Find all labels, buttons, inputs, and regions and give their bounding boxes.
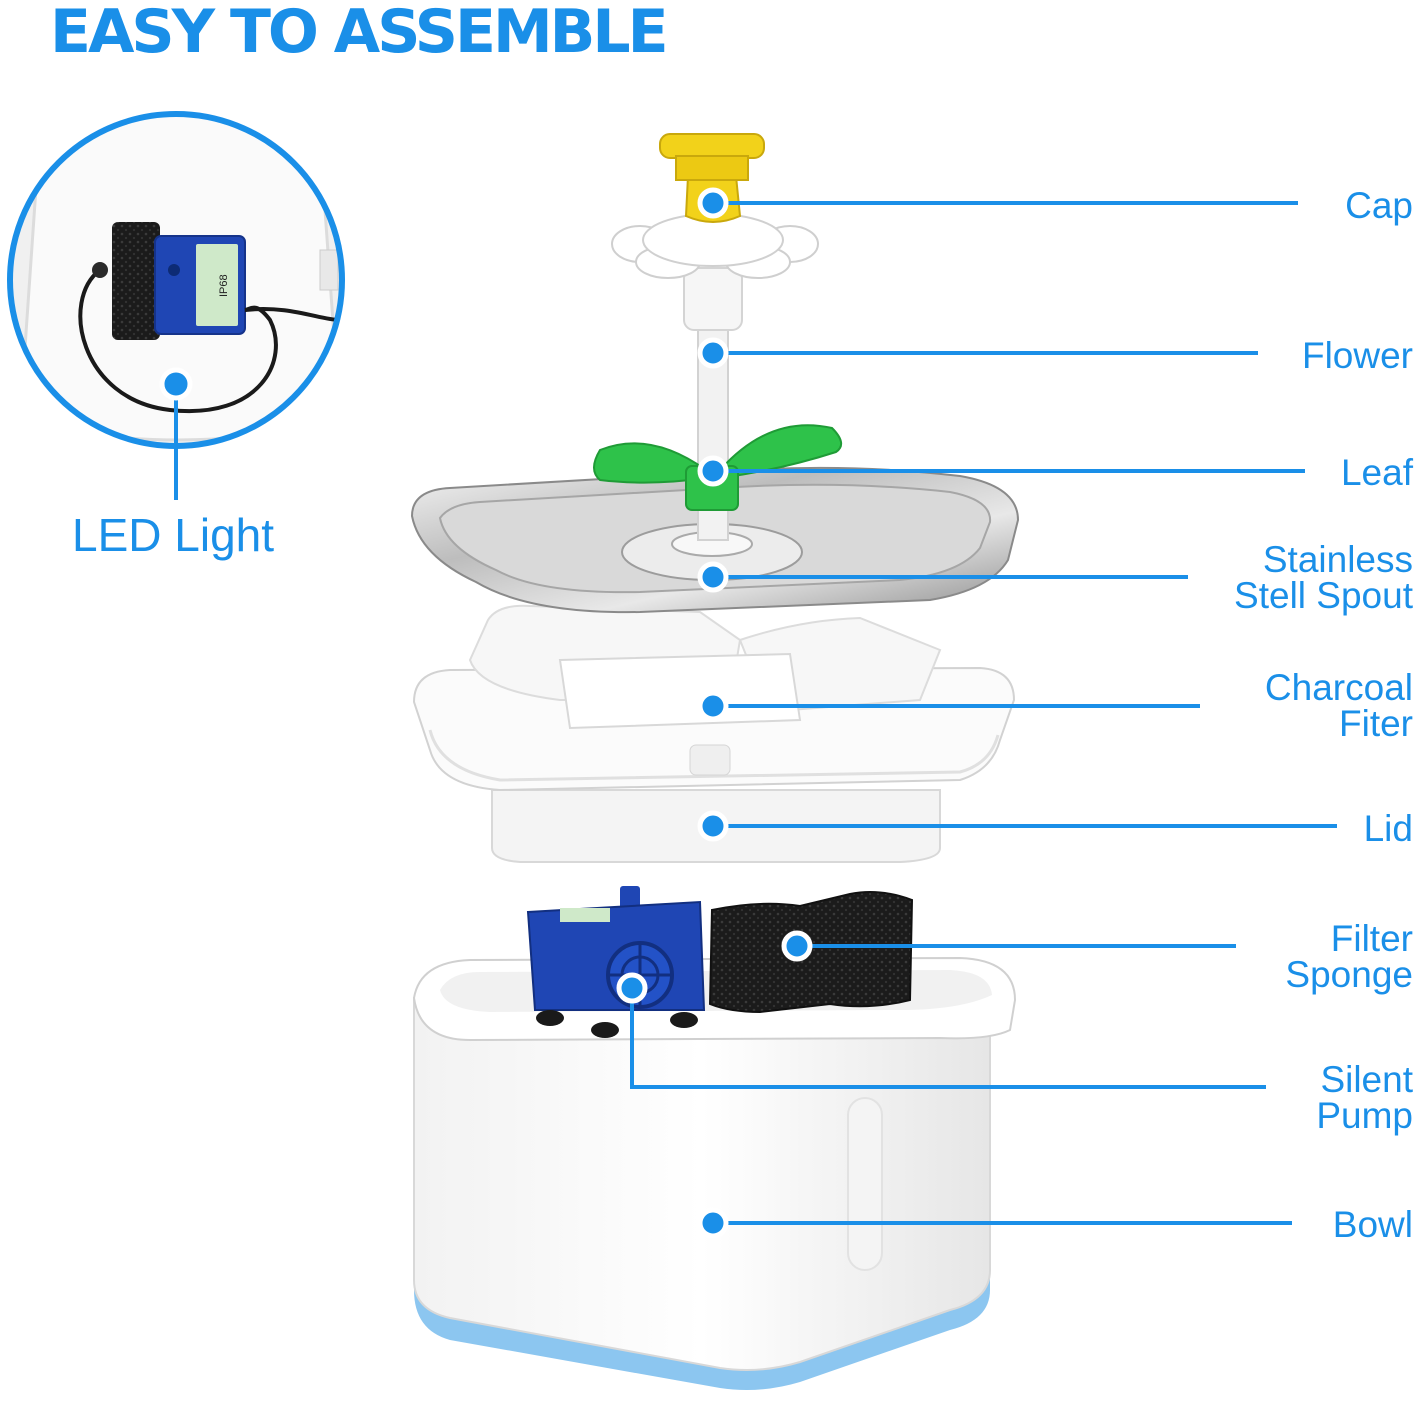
stainless-spout-label: Stainless Stell Spout: [1234, 539, 1413, 616]
sponge-marker: [781, 930, 813, 962]
callout-markers: [616, 187, 813, 1239]
bowl-part: [412, 956, 1017, 1390]
spout-marker: [697, 561, 729, 593]
charcoal-filter-part: [468, 604, 942, 730]
page-title: EASY TO ASSEMBLE: [50, 0, 669, 67]
charcoal-filter-label: Charcoal Fiter: [1264, 667, 1413, 744]
lid-label: Lid: [1363, 808, 1413, 849]
callout-lines: [630, 201, 1337, 1225]
bowl-marker: [697, 1207, 729, 1239]
leaf-label: Leaf: [1340, 452, 1413, 493]
bowl-label: Bowl: [1332, 1204, 1413, 1245]
lid-marker: [697, 810, 729, 842]
leaf-part: [593, 424, 843, 511]
flower-marker: [697, 337, 729, 369]
cap-marker: [697, 187, 729, 219]
leaf-marker: [697, 455, 729, 487]
silent-pump-label: Silent Pump: [1316, 1059, 1413, 1136]
flower-label: Flower: [1301, 335, 1413, 376]
inset-sponge: [112, 222, 160, 340]
filter-marker: [697, 690, 729, 722]
flower-part: [611, 213, 819, 279]
cap-label: Cap: [1345, 185, 1413, 226]
led-inset: IP68: [7, 111, 345, 500]
inset-ip-text: IP68: [218, 274, 230, 297]
led-light-label: LED Light: [72, 509, 275, 561]
water-window: [847, 1097, 883, 1271]
led-marker: [159, 367, 193, 401]
filter-sponge-label: Filter Sponge: [1285, 918, 1413, 995]
pump-marker: [616, 972, 648, 1004]
